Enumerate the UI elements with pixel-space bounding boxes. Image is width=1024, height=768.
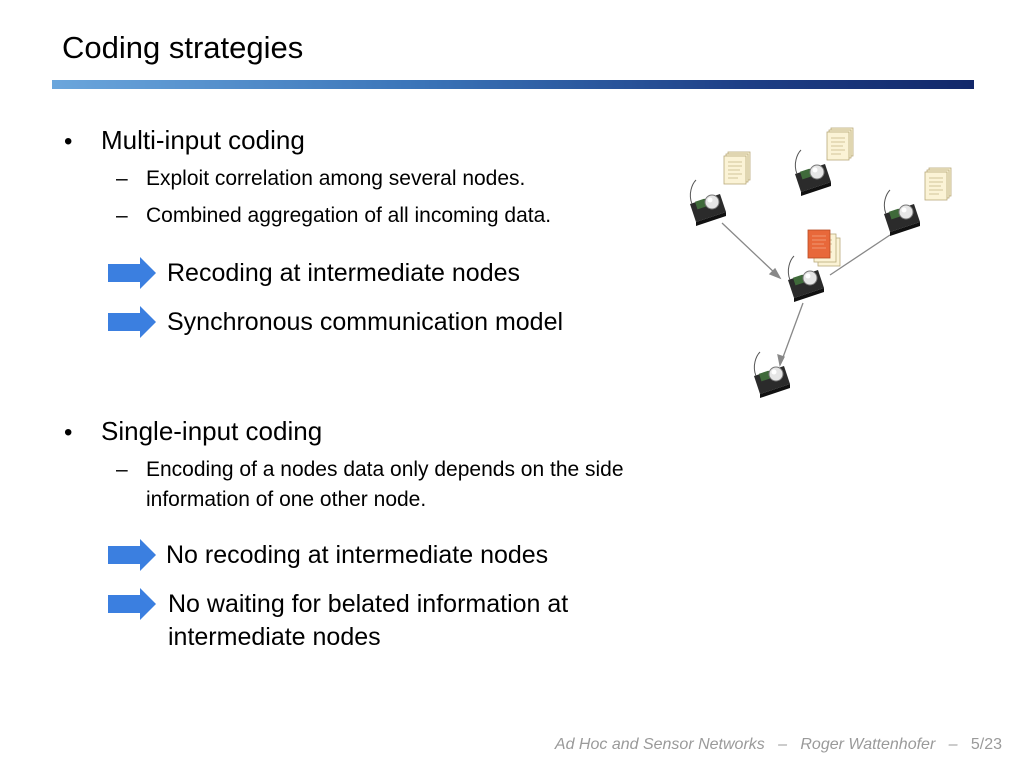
document-icon [827,128,853,160]
multi-subpoint-1: Exploit correlation among several nodes. [146,167,526,190]
right-arrow-icon [108,539,156,571]
right-arrow-icon [108,257,156,289]
multi-result-2: Synchronous communication model [167,308,564,336]
single-result-2-line-1: No waiting for belated information at [168,590,569,618]
right-arrow-icon [108,306,156,338]
sensor-node-icon [689,179,727,227]
slide-title: Coding strategies [62,30,304,65]
sensor-node-icon [753,351,791,399]
right-arrow-icon [108,588,156,620]
footer-separator: – [948,736,958,753]
single-result-1: No recoding at intermediate nodes [166,541,549,569]
sensor-node-icon [794,149,832,197]
single-input-heading: Single-input coding [101,416,323,446]
multi-input-heading: Multi-input coding [101,125,305,155]
footer-author: Roger Wattenhofer [800,736,936,753]
multi-result-1: Recoding at intermediate nodes [167,259,521,287]
multi-subpoint-2: Combined aggregation of all incoming dat… [146,204,552,227]
document-icon [807,229,841,267]
bullet-icon: • [64,419,73,446]
title-accent-bar [52,80,974,89]
dash-icon: – [116,458,128,481]
slide-footer: Ad Hoc and Sensor Networks – Roger Watte… [555,736,1002,754]
single-subpoint-line-2: information of one other node. [146,488,427,511]
document-icon [925,168,951,200]
bullet-icon: • [64,128,73,155]
document-icon [724,152,750,184]
dash-icon: – [116,204,128,227]
sensor-node-icon [883,189,921,237]
sensor-network-diagram [689,120,970,399]
single-result-2-line-2: intermediate nodes [168,623,381,651]
dash-icon: – [116,167,128,190]
footer-separator: – [778,736,788,753]
page-number: 5/23 [970,736,1002,753]
single-subpoint-line-1: Encoding of a nodes data only depends on… [146,458,624,481]
footer-course: Ad Hoc and Sensor Networks [554,736,765,753]
